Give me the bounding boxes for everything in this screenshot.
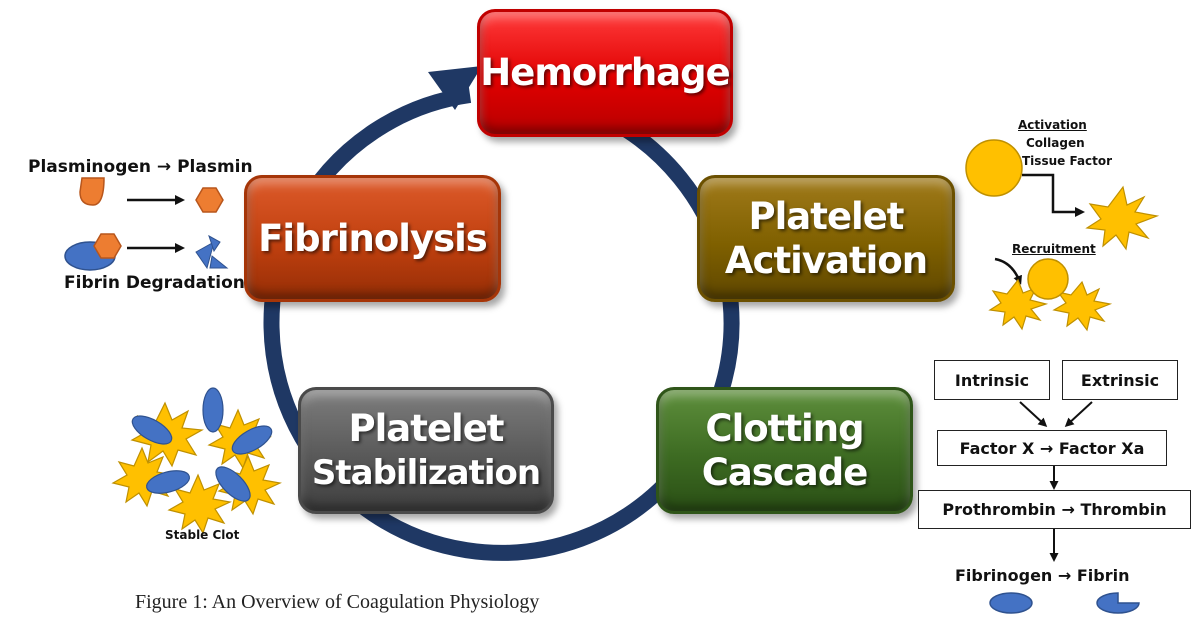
activation-title: Activation [1018,118,1087,132]
tissue-factor-label: Tissue Factor [1022,154,1113,168]
activation-arrow [1022,173,1085,217]
stable-clot-icon [111,387,282,535]
fibrinolysis-box: Fibrinolysis [244,175,501,302]
platelet-stabilization-label-line2: Stabilization [311,452,541,493]
extrinsic-arrow [1064,401,1093,428]
fibrin-icon [1096,592,1140,614]
factor-x-box: Factor X → Factor Xa [937,430,1167,466]
clotting-cascade-label-line2: Cascade [701,450,869,494]
hemorrhage-label: Hemorrhage [480,51,730,94]
clotting-cascade-box: Clotting Cascade [656,387,913,514]
platelet-activation-box: Platelet Activation [697,175,955,302]
platelet-stabilization-box: Platelet Stabilization [298,387,554,514]
fibrin-fragment-icon [208,234,221,253]
plasmin-hexagon-icon [195,187,224,213]
recruitment-arrow [994,257,1022,285]
cycle-ring-arrowhead [428,66,482,110]
fibrinogen-fibrin-label: Fibrinogen → Fibrin [955,566,1130,585]
extrinsic-box: Extrinsic [1062,360,1178,400]
hemorrhage-box: Hemorrhage [477,9,733,137]
figure-caption: Figure 1: An Overview of Coagulation Phy… [135,591,540,613]
prothrombin-box: Prothrombin → Thrombin [918,490,1191,529]
recruited-spiky-platelet-icon [1052,280,1113,332]
recruitment-title: Recruitment [1012,242,1096,256]
plasminogen-drop-icon [79,177,105,206]
plasmin-bound-hexagon-icon [93,233,122,259]
platelet-activation-label-line2: Activation [724,238,928,282]
recruited-platelet-icon [1027,258,1069,300]
intrinsic-box: Intrinsic [934,360,1050,400]
fibrinogen-oval-icon [989,592,1033,614]
activated-platelet-icon [1085,185,1160,251]
fibrin-fragment-icon [195,240,215,270]
platelet-activation-label-line1: Platelet [748,194,904,238]
stable-clot-label: Stable Clot [165,528,240,542]
fibrinolysis-label: Fibrinolysis [258,216,488,260]
collagen-label: Collagen [1026,136,1085,150]
clotting-cascade-label-line1: Clotting [705,406,864,450]
plasminogen-plasmin-label: Plasminogen → Plasmin [28,157,253,177]
fibrin-degradation-label: Fibrin Degradation [64,273,245,293]
platelet-stabilization-label-line1: Platelet [348,406,504,450]
recruited-spiky-platelet-icon [988,278,1049,331]
fibrin-fragment-icon [209,255,229,269]
intrinsic-arrow [1019,401,1048,428]
resting-platelet-icon [965,139,1023,197]
